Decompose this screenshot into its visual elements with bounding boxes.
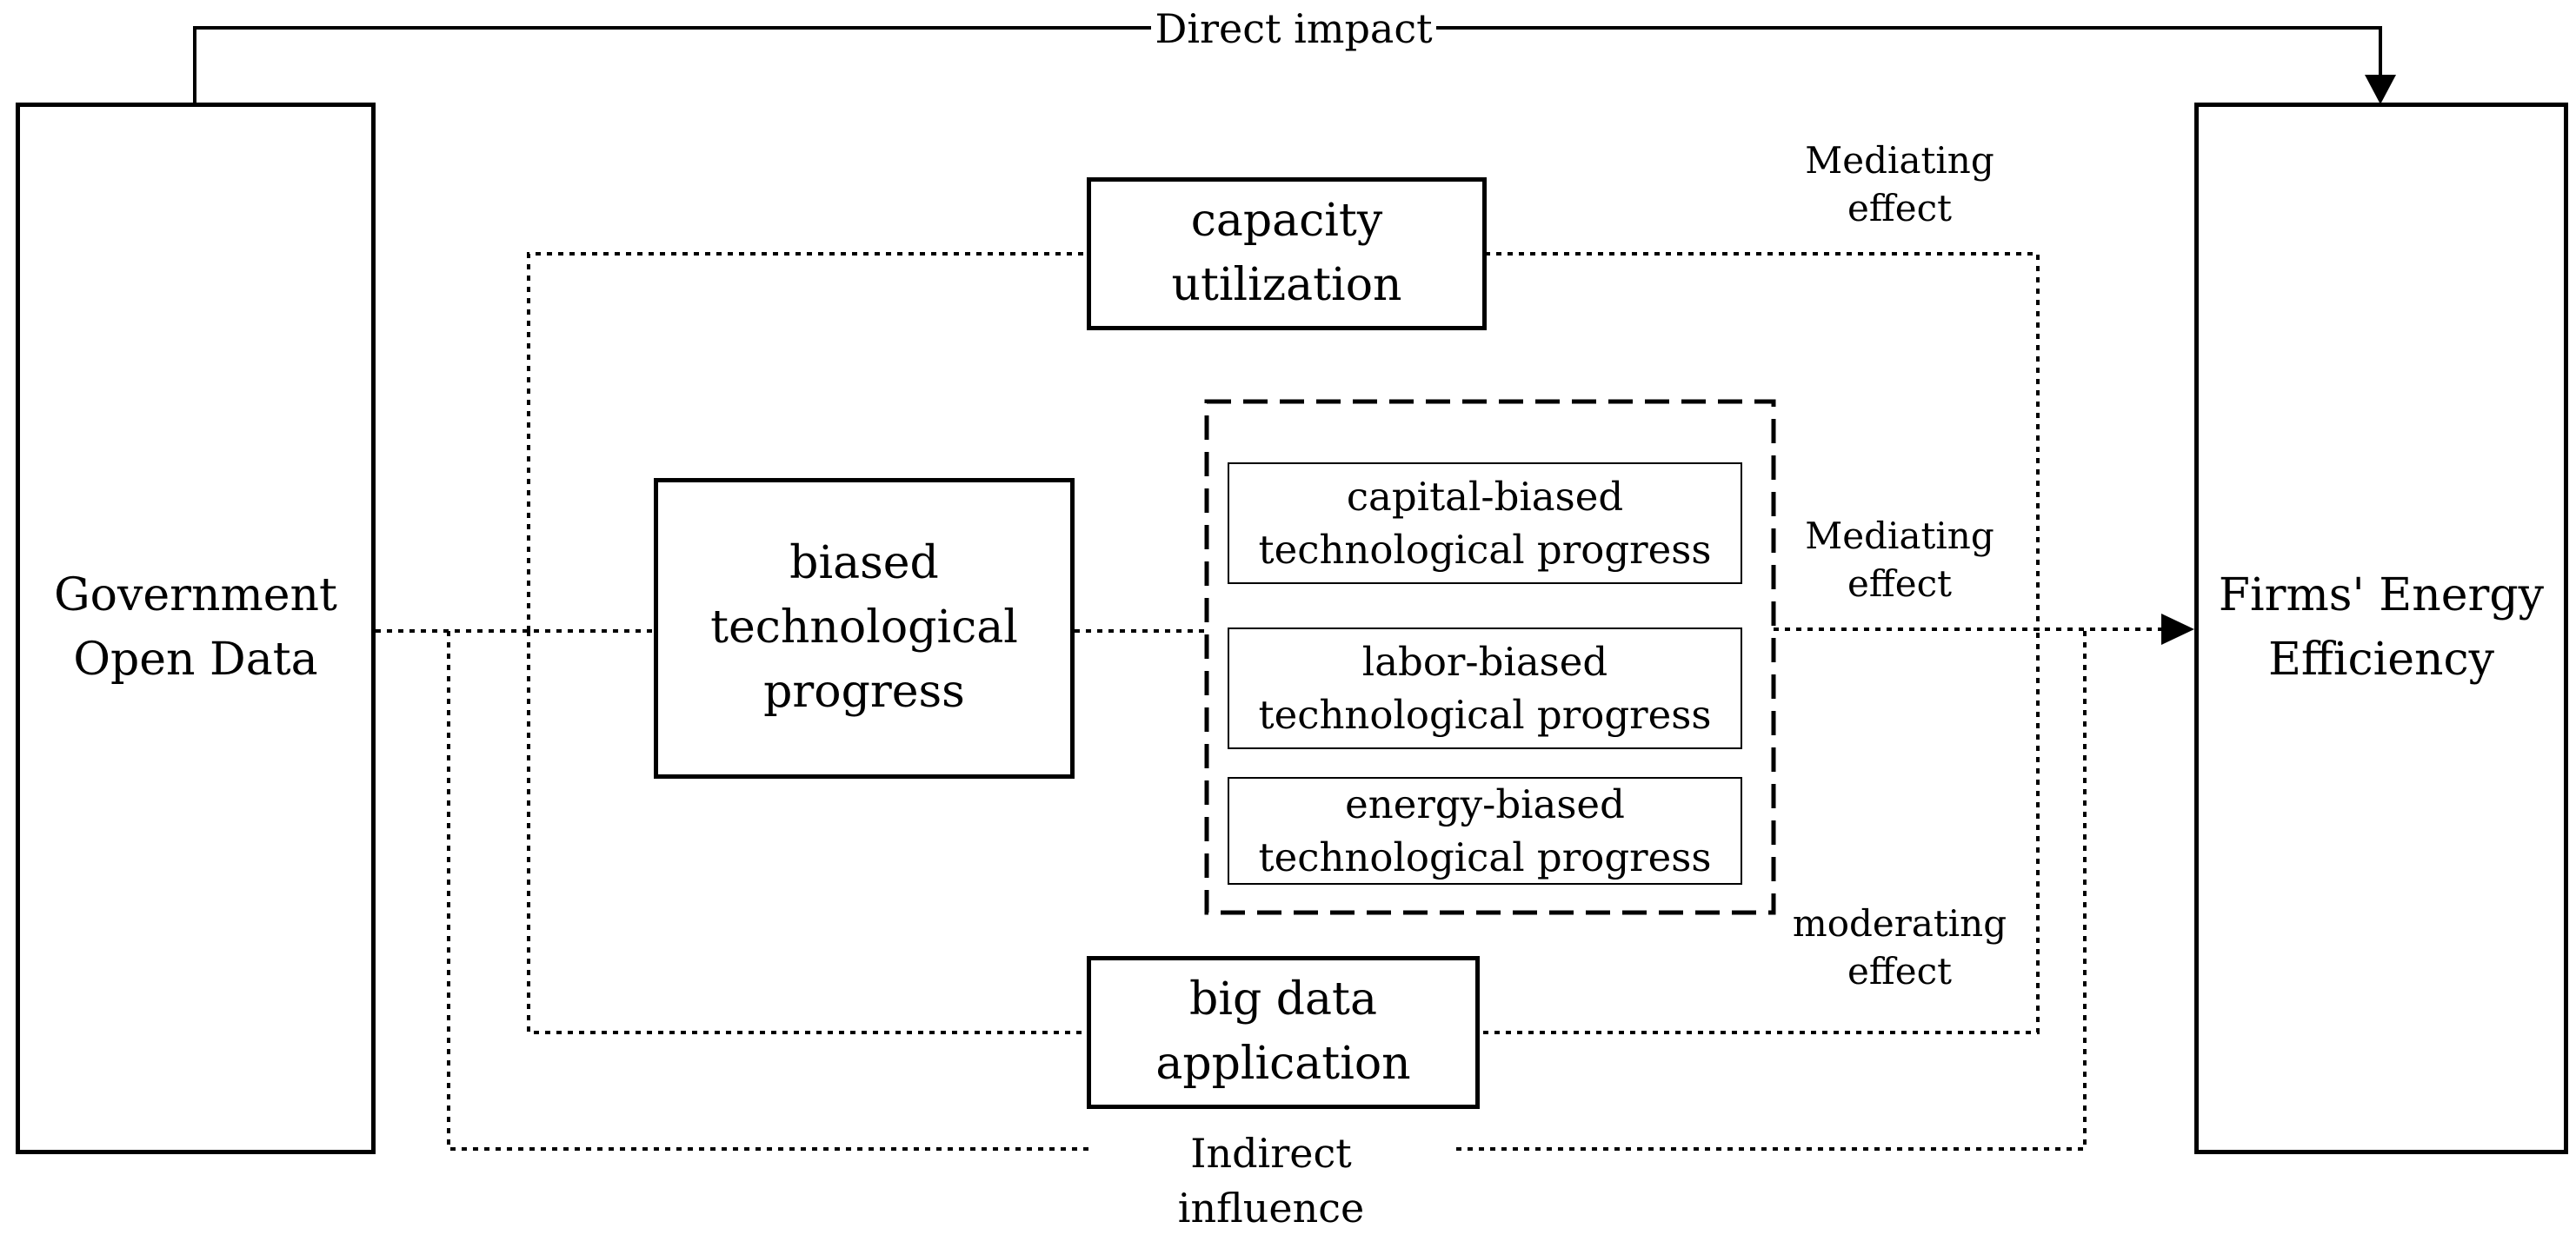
mediating-effect-top-label: Mediating effect [1774,137,2026,232]
main-path-arrowhead [2161,614,2194,645]
energy-biased-progress-node: energy-biased technological progress [1228,777,1742,885]
labor-biased-line1: labor-biased [1361,638,1608,685]
moderating-effect-line2: effect [1847,949,1952,993]
indirect-influence-label: Indirect influence [1092,1126,1450,1235]
biased-types-group-frame [1204,399,1776,915]
firms-energy-efficiency-line2: Efficiency [2267,634,2495,686]
capital-biased-progress-node: capital-biased technological progress [1228,462,1742,584]
capital-biased-line1: capital-biased [1346,473,1624,520]
capital-biased-line2: technological progress [1258,527,1712,573]
moderating-effect-line1: moderating [1792,902,2007,945]
mediating-effect-middle-label: Mediating effect [1774,513,2026,608]
capacity-utilization-node: capacity utilization [1087,177,1487,330]
firms-energy-efficiency-line1: Firms' Energy [2218,569,2545,622]
mediating-effect-top-line1: Mediating [1805,139,1994,182]
biased-technological-progress-line1: biased [789,537,939,590]
energy-biased-line2: technological progress [1258,834,1712,880]
moderating-effect-label: moderating effect [1765,900,2034,995]
big-data-application-node: big data application [1087,956,1480,1109]
mediating-effect-middle-line2: effect [1847,561,1952,605]
government-open-data-line1: Government [54,569,337,622]
direct-impact-arrowhead [2365,75,2396,104]
government-open-data-node: Government Open Data [16,103,376,1154]
biased-technological-progress-line2: technological [710,601,1018,654]
big-data-application-line1: big data [1189,973,1377,1026]
mediating-effect-middle-line1: Mediating [1805,515,1994,557]
biased-technological-progress-node: biased technological progress [654,478,1075,779]
mediating-effect-top-line2: effect [1847,186,1952,229]
biased-technological-progress-line3: progress [763,665,965,718]
capacity-utilization-line1: capacity [1190,195,1383,248]
direct-impact-label: Direct impact [1151,2,1436,56]
government-open-data-line2: Open Data [73,634,318,686]
labor-biased-line2: technological progress [1258,692,1712,738]
energy-biased-line1: energy-biased [1345,780,1625,827]
framework-diagram: Government Open Data Firms' Energy Effic… [16,2,2568,1232]
firms-energy-efficiency-node: Firms' Energy Efficiency [2194,103,2568,1154]
capacity-utilization-line2: utilization [1171,259,1402,311]
labor-biased-progress-node: labor-biased technological progress [1228,627,1742,749]
big-data-application-line2: application [1155,1038,1411,1090]
